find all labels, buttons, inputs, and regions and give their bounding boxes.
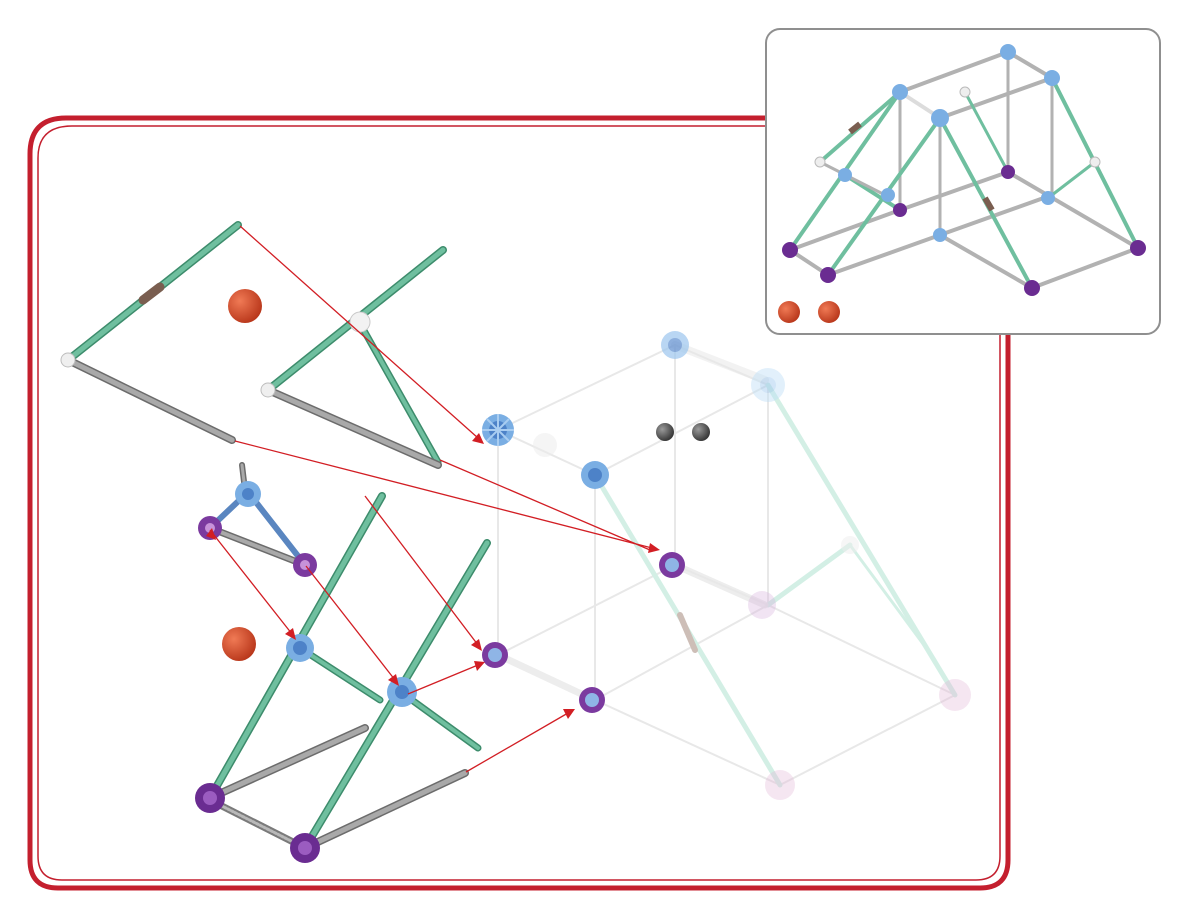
blue-connector-icon — [892, 84, 908, 100]
blue-connector-icon — [286, 634, 314, 662]
subassembly-b — [261, 250, 443, 465]
white-connector-icon — [350, 312, 370, 332]
purple-connector-icon — [765, 770, 795, 800]
purple-connector-icon — [820, 267, 836, 283]
purple-connector-icon — [290, 833, 320, 863]
blue-connector-icon — [838, 168, 852, 182]
red-ball-icon — [222, 627, 256, 661]
grey-ball-markers — [656, 423, 710, 441]
purple-connector-icon — [939, 679, 971, 711]
purple-connector-icon — [893, 203, 907, 217]
red-ball-icon — [228, 289, 262, 323]
blue-connector-icon — [581, 461, 609, 489]
purple-connector-icon — [748, 591, 776, 619]
blue-connector-icon — [931, 109, 949, 127]
blue-connector-icon — [933, 228, 947, 242]
blue-connector-icon — [751, 368, 785, 402]
blue-connector-icon — [881, 188, 895, 202]
ghost-structure — [498, 345, 955, 785]
blue-connector-icon — [482, 414, 514, 446]
purple-connector-icon — [659, 552, 685, 578]
grey-ball-icon — [692, 423, 710, 441]
white-connector-icon — [960, 87, 970, 97]
purple-connector-icon — [579, 687, 605, 713]
red-ball-icon — [778, 301, 800, 323]
blue-connector-icon — [1041, 191, 1055, 205]
purple-connector-icon — [195, 783, 225, 813]
white-connector-icon — [815, 157, 825, 167]
purple-connector-icon — [1130, 240, 1146, 256]
subassembly-a — [61, 225, 238, 440]
white-connector-icon — [61, 353, 75, 367]
blue-connector-icon — [1044, 70, 1060, 86]
blue-connector-icon — [1000, 44, 1016, 60]
ghost-connectors — [533, 331, 971, 800]
inset-preview — [766, 29, 1160, 334]
subassembly-c — [198, 465, 317, 577]
red-ball-icon — [818, 301, 840, 323]
purple-connector-icon — [782, 242, 798, 258]
blue-connector-icon — [235, 481, 261, 507]
blue-connector-icon — [661, 331, 689, 359]
white-connector-icon — [261, 383, 275, 397]
white-connector-icon — [1090, 157, 1100, 167]
white-connector-icon — [533, 433, 557, 457]
purple-connector-icon — [482, 642, 508, 668]
purple-connector-icon — [1001, 165, 1015, 179]
purple-connector-icon — [293, 553, 317, 577]
grey-ball-icon — [656, 423, 674, 441]
white-connector-icon — [841, 536, 859, 554]
purple-connector-icon — [1024, 280, 1040, 296]
